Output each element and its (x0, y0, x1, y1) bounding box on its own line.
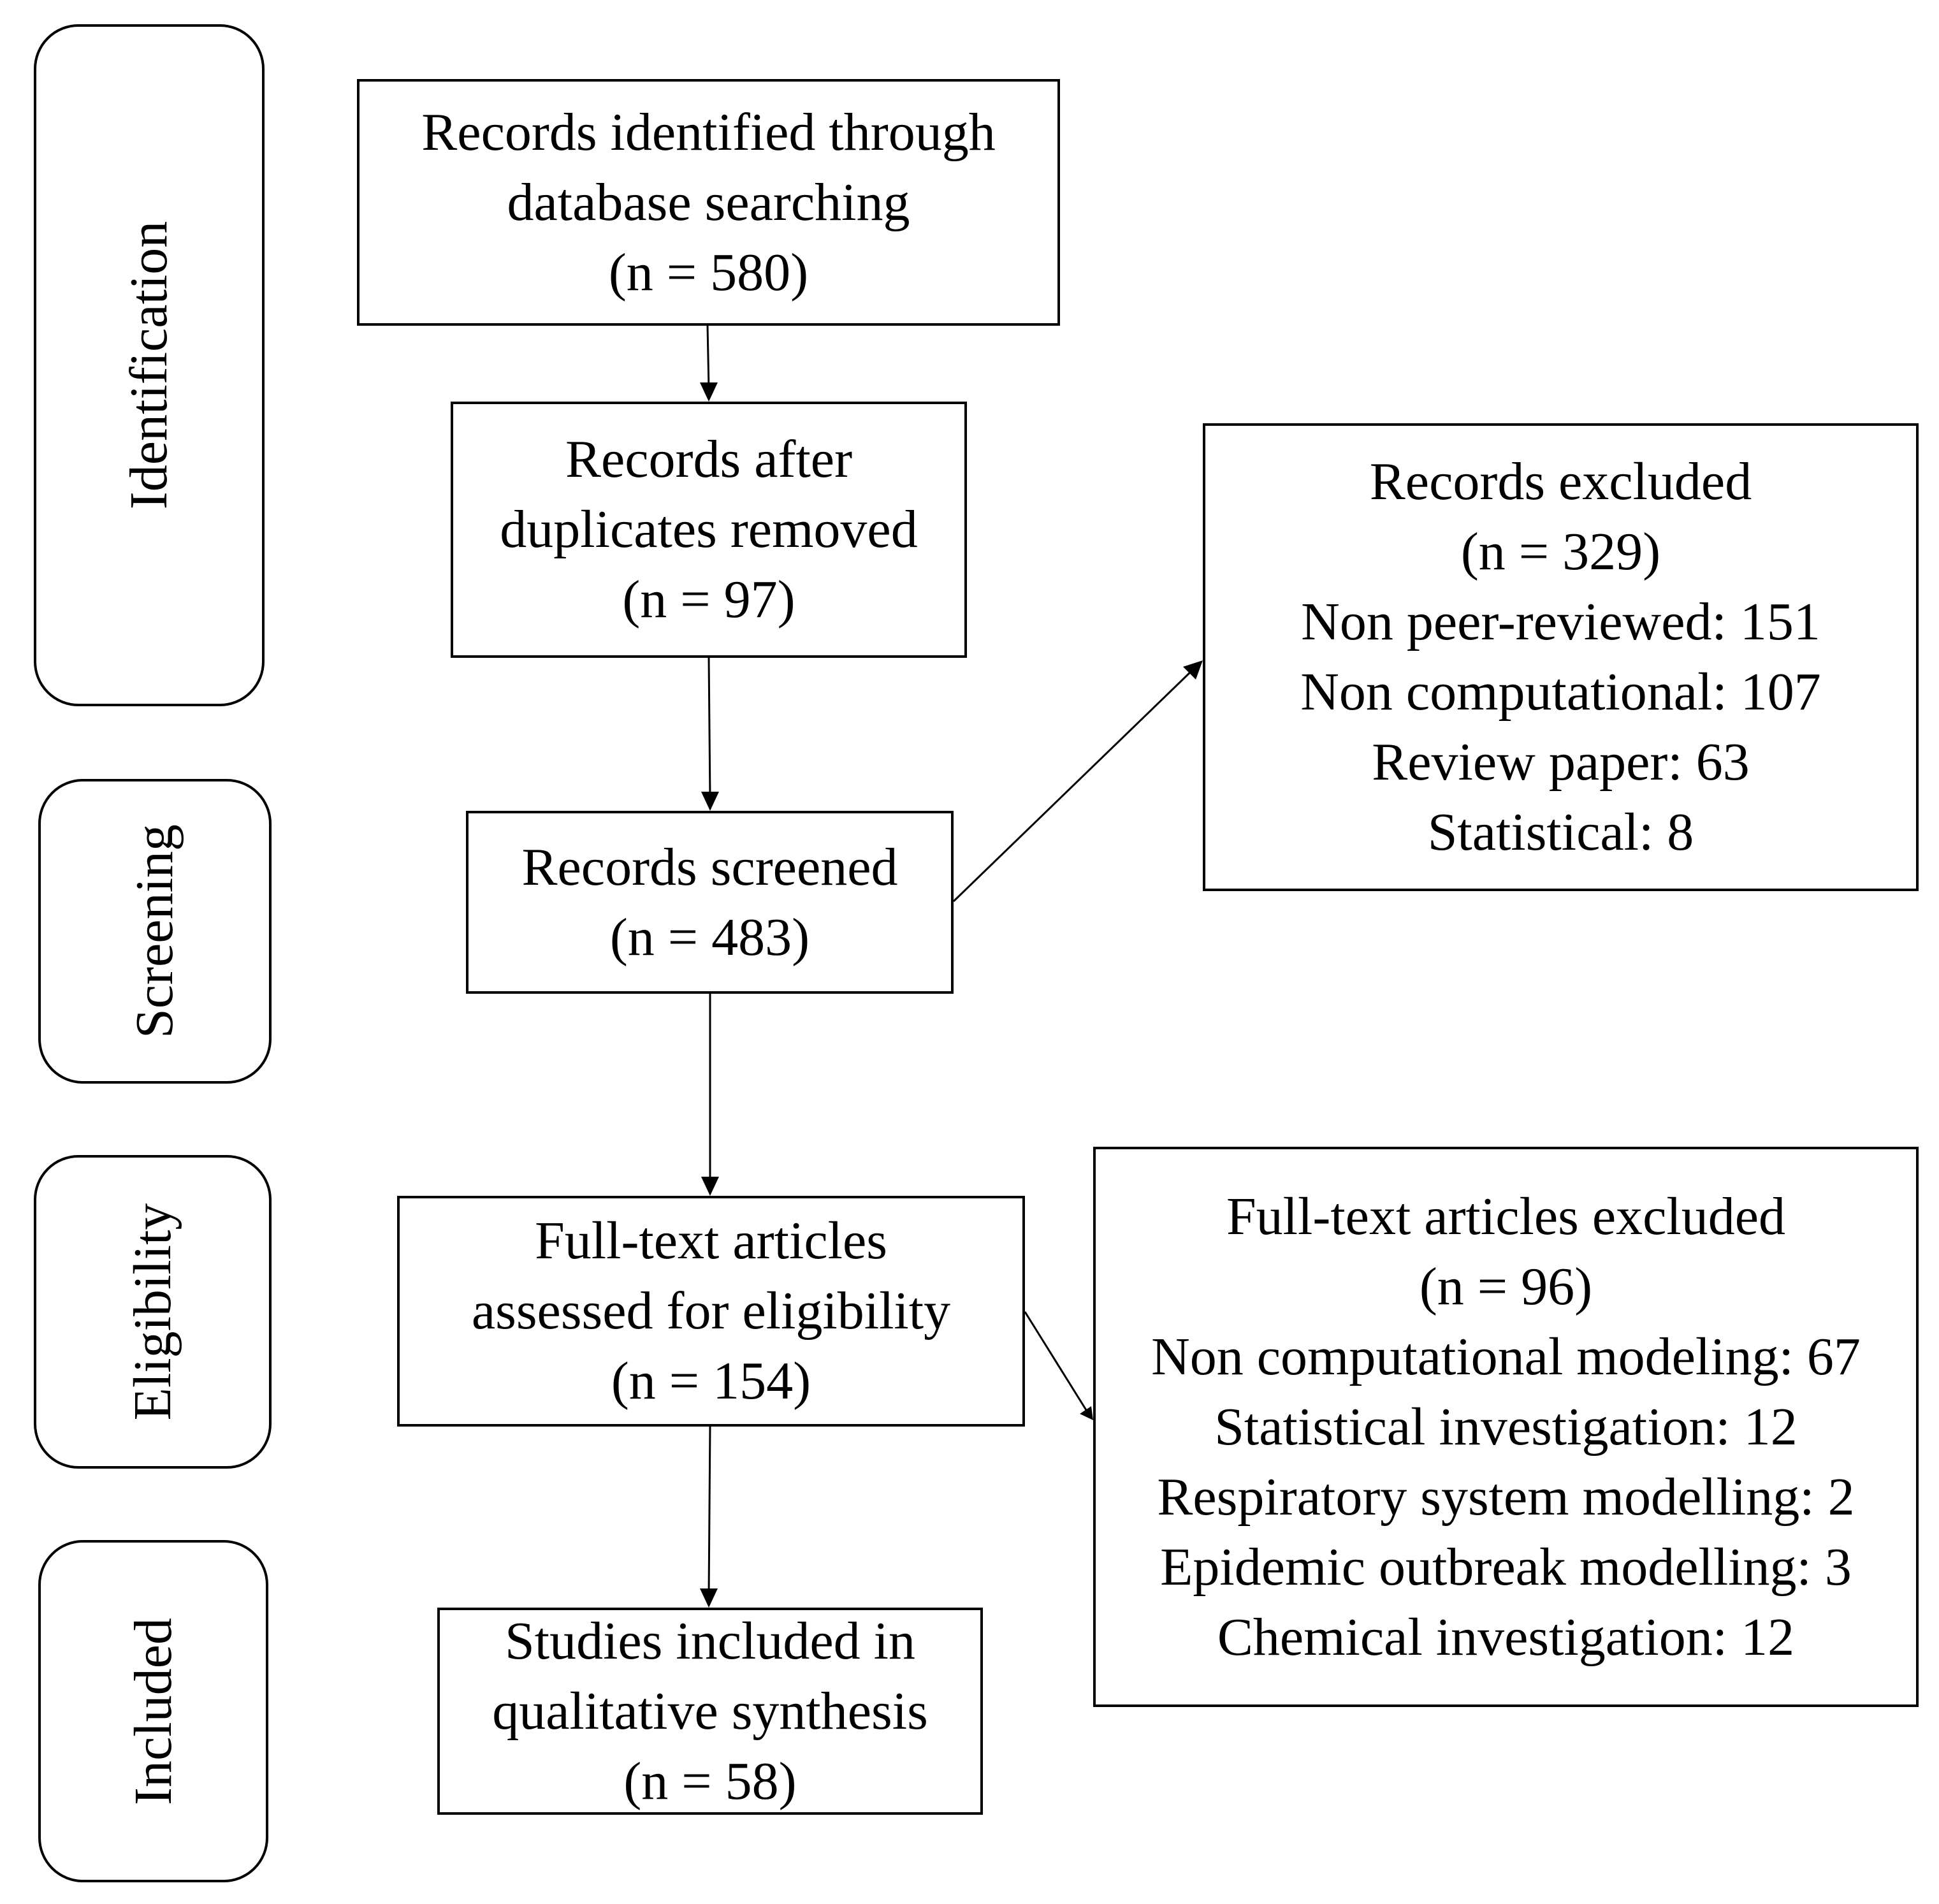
phase-included: Included (38, 1540, 268, 1882)
full-text-excluded-count: (n = 96) (1419, 1256, 1593, 1316)
arrow-full-text-to-included (708, 1426, 711, 1595)
records-identified-line-2: database searching (507, 172, 910, 232)
phase-identification: Identification (34, 24, 265, 706)
arrowhead-after-duplicates (700, 382, 718, 402)
full-text-excluded-reason-4: Epidemic outbreak modelling: 3 (1160, 1537, 1852, 1597)
full-text-assessed-line-2: assessed for eligibility (471, 1281, 951, 1341)
records-screened-box: Records screened (n = 483) (466, 811, 954, 994)
arrowhead-records-excluded (1183, 660, 1203, 679)
records-excluded-title: Records excluded (1369, 452, 1752, 511)
records-excluded-reason-1: Non peer-reviewed: 151 (1301, 592, 1820, 651)
full-text-excluded-reason-5: Chemical investigation: 12 (1217, 1607, 1795, 1667)
full-text-excluded-reason-1: Non computational modeling: 67 (1151, 1326, 1861, 1386)
arrowhead-full-text (701, 1177, 719, 1196)
after-duplicates-line-1: Records after (565, 430, 853, 489)
full-text-assessed-count: (n = 154) (611, 1351, 811, 1411)
phase-eligibility: Eligibility (34, 1155, 272, 1469)
records-screened-count: (n = 483) (609, 907, 810, 967)
full-text-excluded-reason-2: Statistical investigation: 12 (1214, 1397, 1797, 1457)
records-excluded-count: (n = 329) (1460, 522, 1661, 581)
arrow-after-duplicates-to-screened (708, 657, 711, 799)
phase-screening: Screening (38, 779, 272, 1084)
studies-included-line-1: Studies included in (505, 1611, 915, 1671)
records-excluded-box: Records excluded (n = 329) Non peer-revi… (1203, 423, 1919, 891)
full-text-excluded-title: Full-text articles excluded (1226, 1186, 1786, 1246)
after-duplicates-count: (n = 97) (622, 570, 795, 629)
records-excluded-reason-2: Non computational: 107 (1300, 662, 1821, 722)
arrowhead-included (700, 1588, 718, 1608)
records-identified-count: (n = 580) (608, 242, 809, 302)
full-text-assessed-box: Full-text articles assessed for eligibil… (397, 1196, 1025, 1427)
studies-included-count: (n = 58) (623, 1751, 797, 1811)
arrowhead-full-text-excluded (1080, 1406, 1093, 1420)
after-duplicates-line-2: duplicates removed (500, 500, 918, 559)
arrow-full-text-to-full-text-excluded (1024, 1311, 1087, 1411)
full-text-excluded-box: Full-text articles excluded (n = 96) Non… (1093, 1147, 1919, 1707)
records-excluded-reason-3: Review paper: 63 (1372, 732, 1750, 792)
arrow-identified-to-after-duplicates (706, 325, 710, 389)
studies-included-box: Studies included in qualitative synthesi… (437, 1608, 983, 1815)
full-text-assessed-line-1: Full-text articles (535, 1211, 887, 1270)
arrowhead-screened (701, 792, 719, 811)
records-identified-line-1: Records identified through (421, 102, 996, 162)
records-screened-line-1: Records screened (521, 837, 898, 897)
records-after-duplicates-box: Records after duplicates removed (n = 97… (451, 402, 967, 658)
records-excluded-reason-4: Statistical: 8 (1427, 803, 1694, 862)
full-text-excluded-reason-3: Respiratory system modelling: 2 (1157, 1467, 1855, 1527)
arrow-screened-to-records-excluded (952, 669, 1193, 903)
records-identified-box: Records identified through database sear… (357, 79, 1060, 326)
studies-included-line-2: qualitative synthesis (492, 1681, 928, 1741)
